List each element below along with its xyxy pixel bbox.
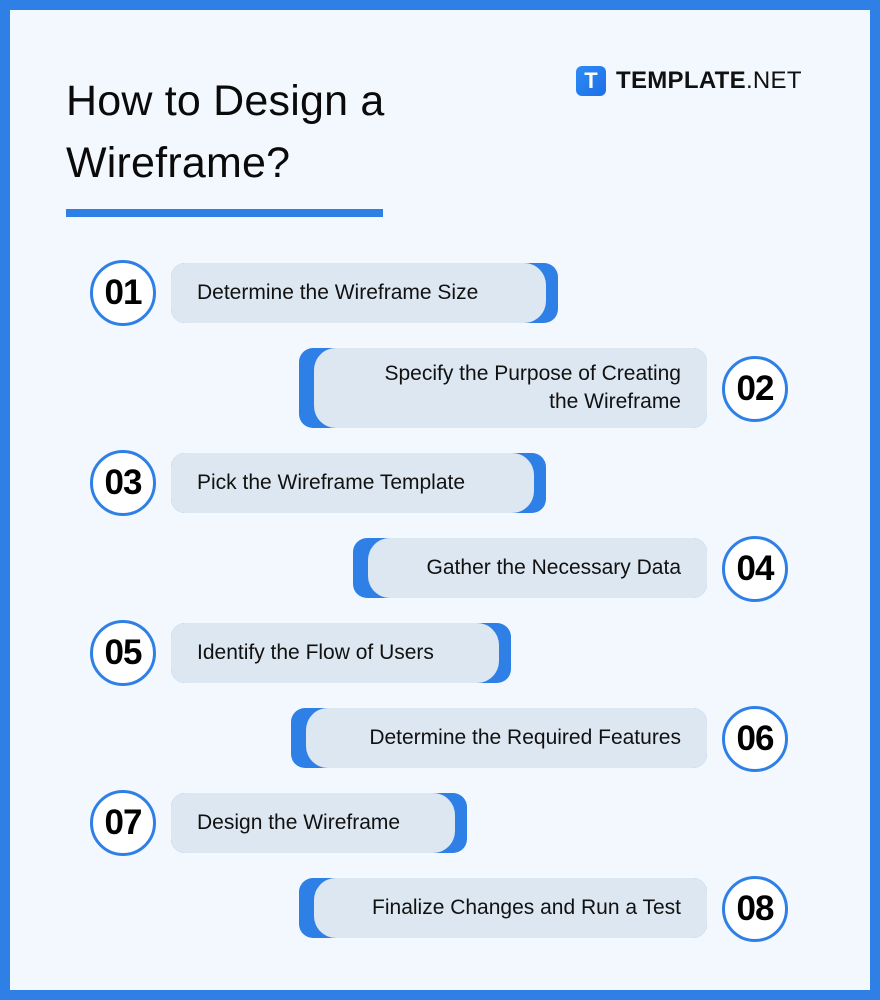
step-number-badge: 06 [722, 706, 788, 772]
step-label-line-1: Specify the Purpose of Creating [384, 362, 681, 385]
step-label: Finalize Changes and Run a Test [314, 878, 707, 938]
step-label: Identify the Flow of Users [171, 623, 499, 683]
step-label: Gather the Necessary Data [368, 538, 707, 598]
step-label: Determine the Wireframe Size [171, 263, 546, 323]
step-pill: Gather the Necessary Data [353, 538, 707, 598]
step-pill: Design the Wireframe [171, 793, 467, 853]
step-label: Specify the Purpose of Creating the Wiref… [314, 348, 707, 428]
step-pill: Determine the Required Features [291, 708, 707, 768]
step-pill: Finalize Changes and Run a Test [299, 878, 707, 938]
step-label: Pick the Wireframe Template [171, 453, 534, 513]
title-line-1: How to Design a [66, 77, 385, 125]
step-number-badge: 02 [722, 356, 788, 422]
infographic-canvas: How to Design a Wireframe? T TEMPLATE.NE… [10, 10, 870, 990]
title-line-2: Wireframe? [66, 139, 291, 187]
step-number-badge: 05 [90, 620, 156, 686]
step-pill: Specify the Purpose of Creating the Wiref… [299, 348, 707, 428]
page-title: How to Design a Wireframe? [66, 70, 385, 194]
step-label: Determine the Required Features [306, 708, 707, 768]
logo-suffix: .NET [745, 67, 802, 94]
step-number-badge: 03 [90, 450, 156, 516]
step-number-badge: 04 [722, 536, 788, 602]
template-net-logo: T TEMPLATE.NET [576, 66, 802, 96]
step-pill: Pick the Wireframe Template [171, 453, 546, 513]
step-number-badge: 07 [90, 790, 156, 856]
step-label-line-2: the Wireframe [549, 390, 681, 413]
step-number-badge: 08 [722, 876, 788, 942]
step-number-badge: 01 [90, 260, 156, 326]
logo-wordmark: TEMPLATE.NET [616, 67, 802, 95]
step-pill: Determine the Wireframe Size [171, 263, 558, 323]
title-underline [66, 209, 383, 217]
step-label: Design the Wireframe [171, 793, 455, 853]
logo-brand: TEMPLATE [616, 67, 746, 94]
step-pill: Identify the Flow of Users [171, 623, 511, 683]
logo-t-icon: T [576, 66, 606, 96]
